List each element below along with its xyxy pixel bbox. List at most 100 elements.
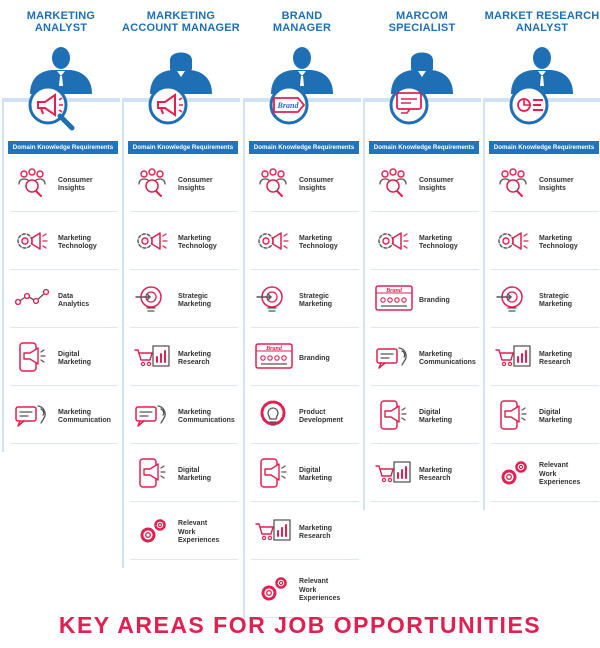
domain-knowledge-header: Domain Knowledge Requirements	[128, 141, 238, 154]
requirement-item: Strategic Marketing	[126, 274, 238, 328]
row-divider	[491, 211, 599, 212]
column-divider	[483, 100, 485, 510]
domain-knowledge-header: Domain Knowledge Requirements	[8, 141, 118, 154]
requirement-label: Consumer Insights	[419, 176, 454, 193]
marketing-technology-icon	[375, 226, 411, 256]
requirement-label: Marketing Technology	[419, 234, 458, 251]
requirement-label: Relevant Work Experiences	[178, 520, 220, 545]
marketing-technology-icon	[255, 226, 291, 256]
row-divider	[130, 211, 238, 212]
requirement-label: Consumer Insights	[58, 176, 93, 193]
row-divider	[251, 617, 359, 618]
column-title: MARKETING ACCOUNT MANAGER	[122, 10, 240, 34]
requirement-label: Digital Marketing	[419, 408, 453, 425]
requirement-item: Marketing Communications	[126, 390, 238, 444]
requirement-item: Digital Marketing	[367, 390, 479, 444]
row-divider	[10, 269, 118, 270]
requirement-label: Relevant Work Experiences	[299, 578, 341, 603]
requirement-label: Marketing Research	[419, 466, 453, 483]
consumer-insights-icon	[255, 168, 291, 198]
domain-knowledge-header: Domain Knowledge Requirements	[249, 141, 359, 154]
svg-text:Brand: Brand	[265, 346, 283, 352]
row-divider	[10, 443, 118, 444]
row-divider	[130, 269, 238, 270]
column-divider	[243, 100, 245, 626]
requirement-item: Consumer Insights	[367, 158, 479, 212]
marketing-research-icon	[255, 516, 291, 546]
requirement-label: Marketing Technology	[178, 234, 217, 251]
requirement-item: Marketing Technology	[487, 216, 599, 270]
requirement-item: Digital Marketing	[487, 390, 599, 444]
requirement-label: Marketing Technology	[299, 234, 338, 251]
data-analytics-icon	[14, 284, 50, 314]
column-divider	[363, 100, 365, 510]
digital-marketing-icon	[14, 342, 50, 372]
brand-tag-icon: Brand	[269, 84, 311, 126]
requirement-label: Marketing Research	[178, 350, 212, 367]
requirement-item: Marketing Research	[367, 448, 479, 502]
strategic-marketing-icon	[495, 284, 531, 314]
row-divider	[371, 501, 479, 502]
svg-text:Brand: Brand	[277, 101, 300, 110]
requirement-item: Digital Marketing	[126, 448, 238, 502]
row-divider	[371, 327, 479, 328]
requirement-label: Strategic Marketing	[539, 292, 573, 309]
requirement-label: Marketing Research	[299, 524, 333, 541]
requirement-label: Digital Marketing	[58, 350, 92, 367]
row-divider	[251, 269, 359, 270]
consumer-insights-icon	[495, 168, 531, 198]
requirement-label: Digital Marketing	[299, 466, 333, 483]
row-divider	[371, 269, 479, 270]
requirement-label: Marketing Communication	[58, 408, 111, 425]
marketing-technology-icon	[495, 226, 531, 256]
row-divider	[491, 327, 599, 328]
requirement-label: Digital Marketing	[539, 408, 573, 425]
row-divider	[491, 501, 599, 502]
requirement-label: Branding	[419, 296, 450, 304]
column-title: MARKET RESEARCH ANALYST	[484, 10, 600, 34]
consumer-insights-icon	[134, 168, 170, 198]
requirement-item: Brand Branding	[247, 332, 359, 386]
strategic-marketing-icon	[255, 284, 291, 314]
row-divider	[251, 559, 359, 560]
requirement-item: Strategic Marketing	[487, 274, 599, 328]
row-divider	[251, 443, 359, 444]
row-divider	[130, 559, 238, 560]
row-divider	[371, 443, 479, 444]
marketing-communication-icon	[375, 342, 411, 372]
row-divider	[10, 327, 118, 328]
requirement-label: Strategic Marketing	[178, 292, 212, 309]
requirement-item: Consumer Insights	[126, 158, 238, 212]
marketing-technology-icon	[14, 226, 50, 256]
marketing-research-icon	[495, 342, 531, 372]
branding-icon: Brand	[255, 342, 293, 372]
requirement-label: Product Development	[299, 408, 343, 425]
digital-marketing-icon	[495, 400, 531, 430]
row-divider	[251, 211, 359, 212]
requirement-item: Marketing Technology	[367, 216, 479, 270]
digital-marketing-icon	[375, 400, 411, 430]
requirement-item: Relevant Work Experiences	[126, 506, 238, 560]
column-title: MARCOM SPECIALIST	[388, 10, 456, 34]
requirement-label: Digital Marketing	[178, 466, 212, 483]
row-divider	[491, 443, 599, 444]
row-divider	[371, 211, 479, 212]
requirement-item: Strategic Marketing	[247, 274, 359, 328]
report-chart-icon	[509, 84, 551, 126]
gears-icon	[134, 516, 170, 546]
branding-icon: Brand	[375, 284, 413, 314]
requirement-item: Consumer Insights	[6, 158, 118, 212]
requirement-item: Marketing Communications	[367, 332, 479, 386]
digital-marketing-icon	[255, 458, 291, 488]
requirement-label: Data Analytics	[58, 292, 90, 309]
marketing-communication-icon	[14, 400, 50, 430]
row-divider	[491, 385, 599, 386]
requirement-item: Data Analytics	[6, 274, 118, 328]
requirement-item: Marketing Technology	[126, 216, 238, 270]
domain-knowledge-header: Domain Knowledge Requirements	[489, 141, 599, 154]
row-divider	[130, 327, 238, 328]
column-title: BRAND MANAGER	[272, 10, 332, 34]
gears-icon	[255, 574, 291, 604]
row-divider	[491, 269, 599, 270]
requirement-item: Digital Marketing	[247, 448, 359, 502]
